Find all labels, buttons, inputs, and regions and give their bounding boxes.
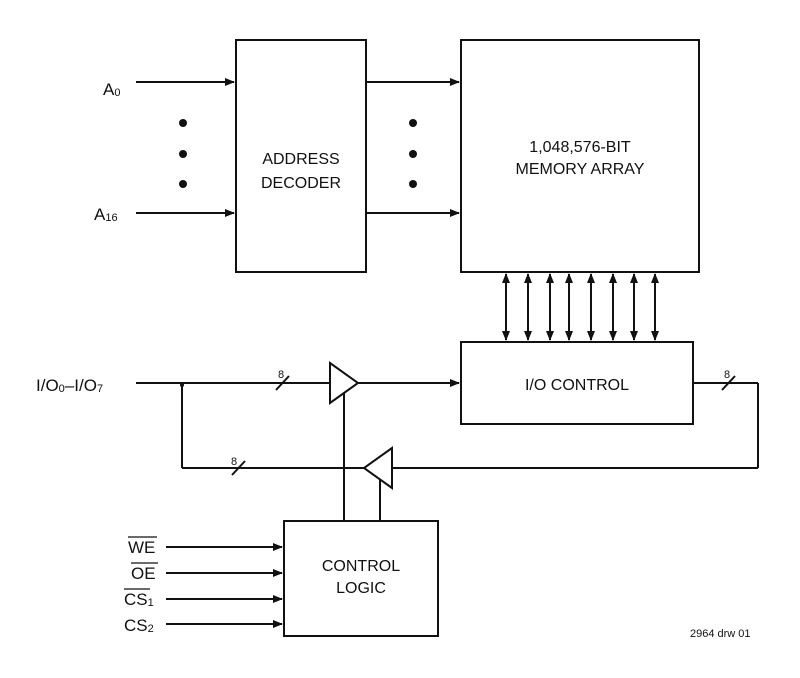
bus-slash-in xyxy=(275,375,290,391)
io-control-block xyxy=(460,341,694,425)
address-dot xyxy=(179,119,187,127)
bus-slash-return xyxy=(231,460,246,476)
memory-array-label-1: 1,048,576-BIT xyxy=(529,139,631,156)
cs1-signal-label: CS1 xyxy=(124,590,154,609)
control-logic-block xyxy=(283,520,439,637)
address-decoder-label-2: DECODER xyxy=(261,175,341,192)
address-input-a16-label: A16 xyxy=(94,205,118,224)
address-dot xyxy=(179,180,187,188)
oe-signal-label: OE xyxy=(131,564,156,583)
address-decoder-block xyxy=(235,39,367,273)
bus-width-in-label: 8 xyxy=(278,369,284,381)
memory-array-label-2: MEMORY ARRAY xyxy=(516,161,645,178)
io-bus-label: I/O0–I/O7 xyxy=(36,376,103,395)
decoder-dot xyxy=(409,119,417,127)
bus-width-out-label: 8 xyxy=(724,369,730,381)
we-signal-label: WE xyxy=(128,538,155,557)
cs2-signal-label: CS2 xyxy=(124,616,154,635)
address-input-a0-label: A0 xyxy=(103,80,120,99)
memory-array-block xyxy=(460,39,700,273)
io-control-label: I/O CONTROL xyxy=(525,377,629,394)
output-buffer-triangle xyxy=(362,446,393,490)
bus-junction xyxy=(180,383,184,387)
address-decoder-label-1: ADDRESS xyxy=(262,151,339,168)
decoder-dot xyxy=(409,180,417,188)
control-logic-label-1: CONTROL xyxy=(322,558,400,575)
decoder-dot xyxy=(409,150,417,158)
drawing-id: 2964 drw 01 xyxy=(690,628,751,640)
bus-width-return-label: 8 xyxy=(231,456,237,468)
control-logic-label-2: LOGIC xyxy=(336,580,386,597)
address-dot xyxy=(179,150,187,158)
array-io-bidirectional-arrows xyxy=(502,273,659,341)
bus-slash-out xyxy=(721,375,736,391)
